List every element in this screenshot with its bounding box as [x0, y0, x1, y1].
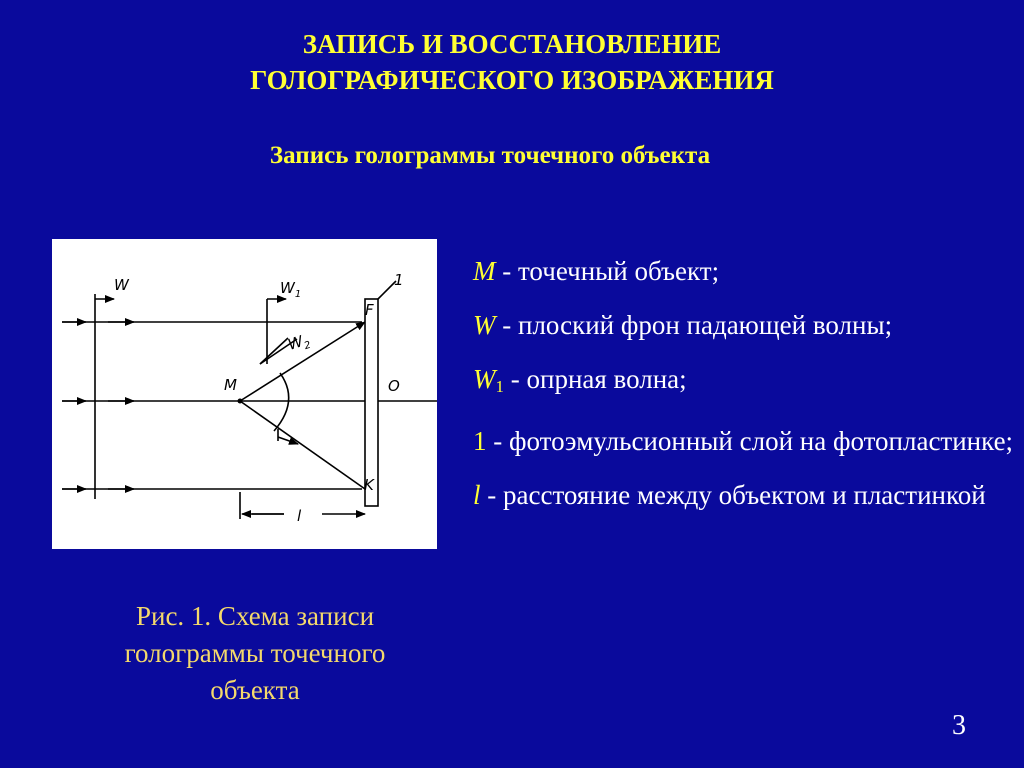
label-w1-sub: 1 — [295, 289, 301, 300]
legend-list: M - точечный объект; W - плоский фрон па… — [473, 255, 1018, 533]
legend-text: - фотоэмульсионный слой на фотопластинке… — [486, 426, 1014, 456]
legend-symbol: W — [473, 310, 496, 340]
beam-to-k — [239, 400, 366, 490]
legend-item-l: l - расстояние между объектом и пластинк… — [473, 479, 1018, 511]
hologram-diagram-svg: W W1 W2 M F O K 1 l — [62, 271, 437, 525]
legend-text: - плоский фрон падающей волны; — [495, 310, 893, 340]
label-w2-sub: 2 — [303, 340, 312, 352]
photo-plate — [364, 298, 379, 507]
caption-line-2: голограммы точечного — [124, 638, 386, 668]
page-number: 3 — [952, 710, 966, 741]
lower-wave-arrow — [277, 436, 299, 445]
figure-caption: Рис. 1. Схема записи голограммы точечног… — [60, 598, 450, 709]
legend-item-w1: W1 - опрная волна; — [473, 363, 1018, 403]
legend-text: - точечный объект; — [495, 256, 720, 286]
slide-subtitle: Запись голограммы точечного объекта — [269, 142, 711, 169]
legend-subscript: 1 — [495, 377, 505, 396]
label-w: W — [114, 276, 130, 294]
point-object-m — [237, 398, 243, 404]
label-w1-base: W — [280, 279, 296, 297]
label-plate-number: 1 — [394, 271, 404, 289]
label-w2-base: W — [286, 332, 307, 354]
wavefront-w2-edge — [259, 337, 289, 365]
legend-symbol: W — [473, 364, 496, 394]
plate-leader — [377, 280, 397, 300]
legend-symbol: M — [473, 256, 496, 286]
slide-title: ЗАПИСЬ И ВОССТАНОВЛЕНИЕ ГОЛОГРАФИЧЕСКОГО… — [0, 26, 1024, 98]
legend-item-w: W - плоский фрон падающей волны; — [473, 309, 1018, 341]
label-w1: W1 — [280, 279, 301, 300]
caption-line-3: объекта — [210, 675, 300, 705]
wave-arc — [273, 372, 290, 432]
label-w2: W2 — [286, 330, 313, 357]
title-line-2: ГОЛОГРАФИЧЕСКОГО ИЗОБРАЖЕНИЯ — [250, 65, 774, 95]
legend-text: - расстояние между объектом и пластинкой — [480, 480, 986, 510]
beam-to-f — [239, 321, 366, 402]
legend-symbol: l — [473, 480, 481, 510]
label-distance-l: l — [297, 507, 302, 525]
caption-line-1: Рис. 1. Схема записи — [135, 601, 375, 631]
legend-symbol: 1 — [473, 426, 487, 456]
legend-item-m: M - точечный объект; — [473, 255, 1018, 287]
wavefront-w2 — [259, 338, 298, 365]
title-line-1: ЗАПИСЬ И ВОССТАНОВЛЕНИЕ — [302, 29, 722, 59]
legend-item-layer: 1 - фотоэмульсионный слой на фотопластин… — [473, 425, 1018, 457]
label-o: O — [388, 377, 400, 395]
label-f: F — [365, 301, 374, 319]
label-m: M — [224, 376, 237, 394]
hologram-diagram: W W1 W2 M F O K 1 l — [52, 239, 437, 549]
label-k: K — [364, 476, 375, 494]
legend-text: - опрная волна; — [504, 364, 687, 394]
